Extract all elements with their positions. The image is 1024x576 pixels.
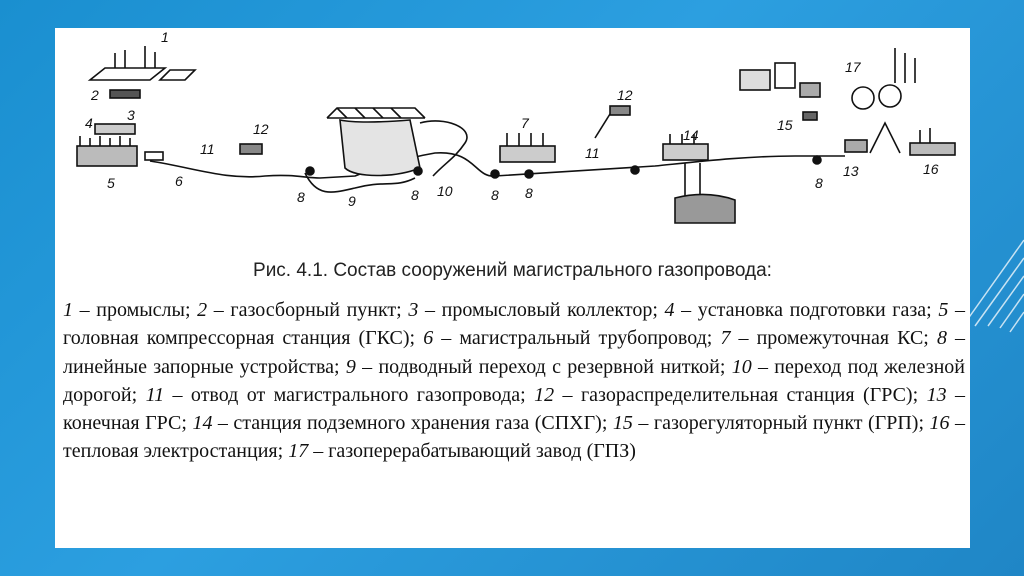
figure-caption: Рис. 4.1. Состав сооружений магистрально… (253, 260, 772, 281)
legend-item-3: 3 – промысловый коллектор; (408, 299, 665, 321)
legend-item-8: 8 – линейные запорные устройства; (63, 327, 966, 378)
label-16: 16 (923, 161, 939, 177)
label-8e: 8 (815, 175, 823, 191)
label-14: 14 (683, 127, 699, 143)
label-3: 3 (127, 107, 135, 123)
legend-item-4: 4 – установка подготовки газа; (664, 299, 939, 321)
legend-item-11: 11 – отвод от магистрального газопровода… (145, 383, 535, 406)
label-8c: 8 (491, 187, 499, 203)
label-15: 15 (777, 117, 793, 133)
legend-item-10: 10 – переход под железной дорогой; (63, 355, 965, 406)
label-8b: 8 (411, 187, 419, 203)
label-17: 17 (845, 59, 862, 75)
label-11a: 11 (200, 141, 215, 157)
legend-item-14: 14 – станция подземного хранения газа (С… (192, 412, 613, 435)
label-6: 6 (175, 173, 183, 189)
label-13: 13 (843, 163, 859, 179)
legend-item-16: 16 – тепловая электростанция; (63, 412, 966, 463)
label-1: 1 (161, 29, 169, 45)
legend-item-15: 15 – газорегуляторный пункт (ГРП); (612, 412, 930, 435)
label-12a: 12 (253, 121, 269, 137)
legend-item-9: 9 – подводный переход с резервной ниткой… (345, 355, 732, 378)
label-11b: 11 (585, 145, 600, 161)
figure-page: 1 2 3 4 5 6 11 12 8 9 8 10 8 8 7 11 12 1… (55, 28, 970, 548)
label-10: 10 (437, 183, 453, 199)
label-12b: 12 (617, 87, 633, 103)
label-2: 2 (90, 87, 99, 103)
pipeline-diagram: 1 2 3 4 5 6 11 12 8 9 8 10 8 8 7 11 12 1… (76, 29, 956, 224)
legend-item-12: 12 – газораспределительная станция (ГРС)… (534, 383, 927, 406)
legend-item-17: 17 – газоперерабатывающий завод (ГПЗ) (288, 440, 636, 463)
legend-item-5: 5 – головная компрессорная станция (ГКС)… (63, 299, 965, 350)
legend-item-13: 13 – конечная ГРС; (63, 383, 965, 435)
label-7: 7 (521, 115, 530, 131)
label-4: 4 (85, 115, 93, 131)
legend-item-7: 7 – промежуточная КС; (720, 327, 937, 350)
legend-item-1: 1 – промыслы; (63, 299, 198, 321)
figure-legend: 1 – промыслы; 2 – газосборный пункт; 3 –… (63, 296, 965, 466)
river-crossing (304, 172, 416, 193)
label-8a: 8 (297, 189, 305, 205)
legend-item-6: 6 – магистральный трубопровод; (423, 327, 721, 350)
label-5: 5 (107, 175, 115, 191)
legend-item-2: 2 – газосборный пункт; (197, 299, 409, 321)
label-8d: 8 (525, 185, 533, 201)
label-9: 9 (348, 193, 356, 209)
